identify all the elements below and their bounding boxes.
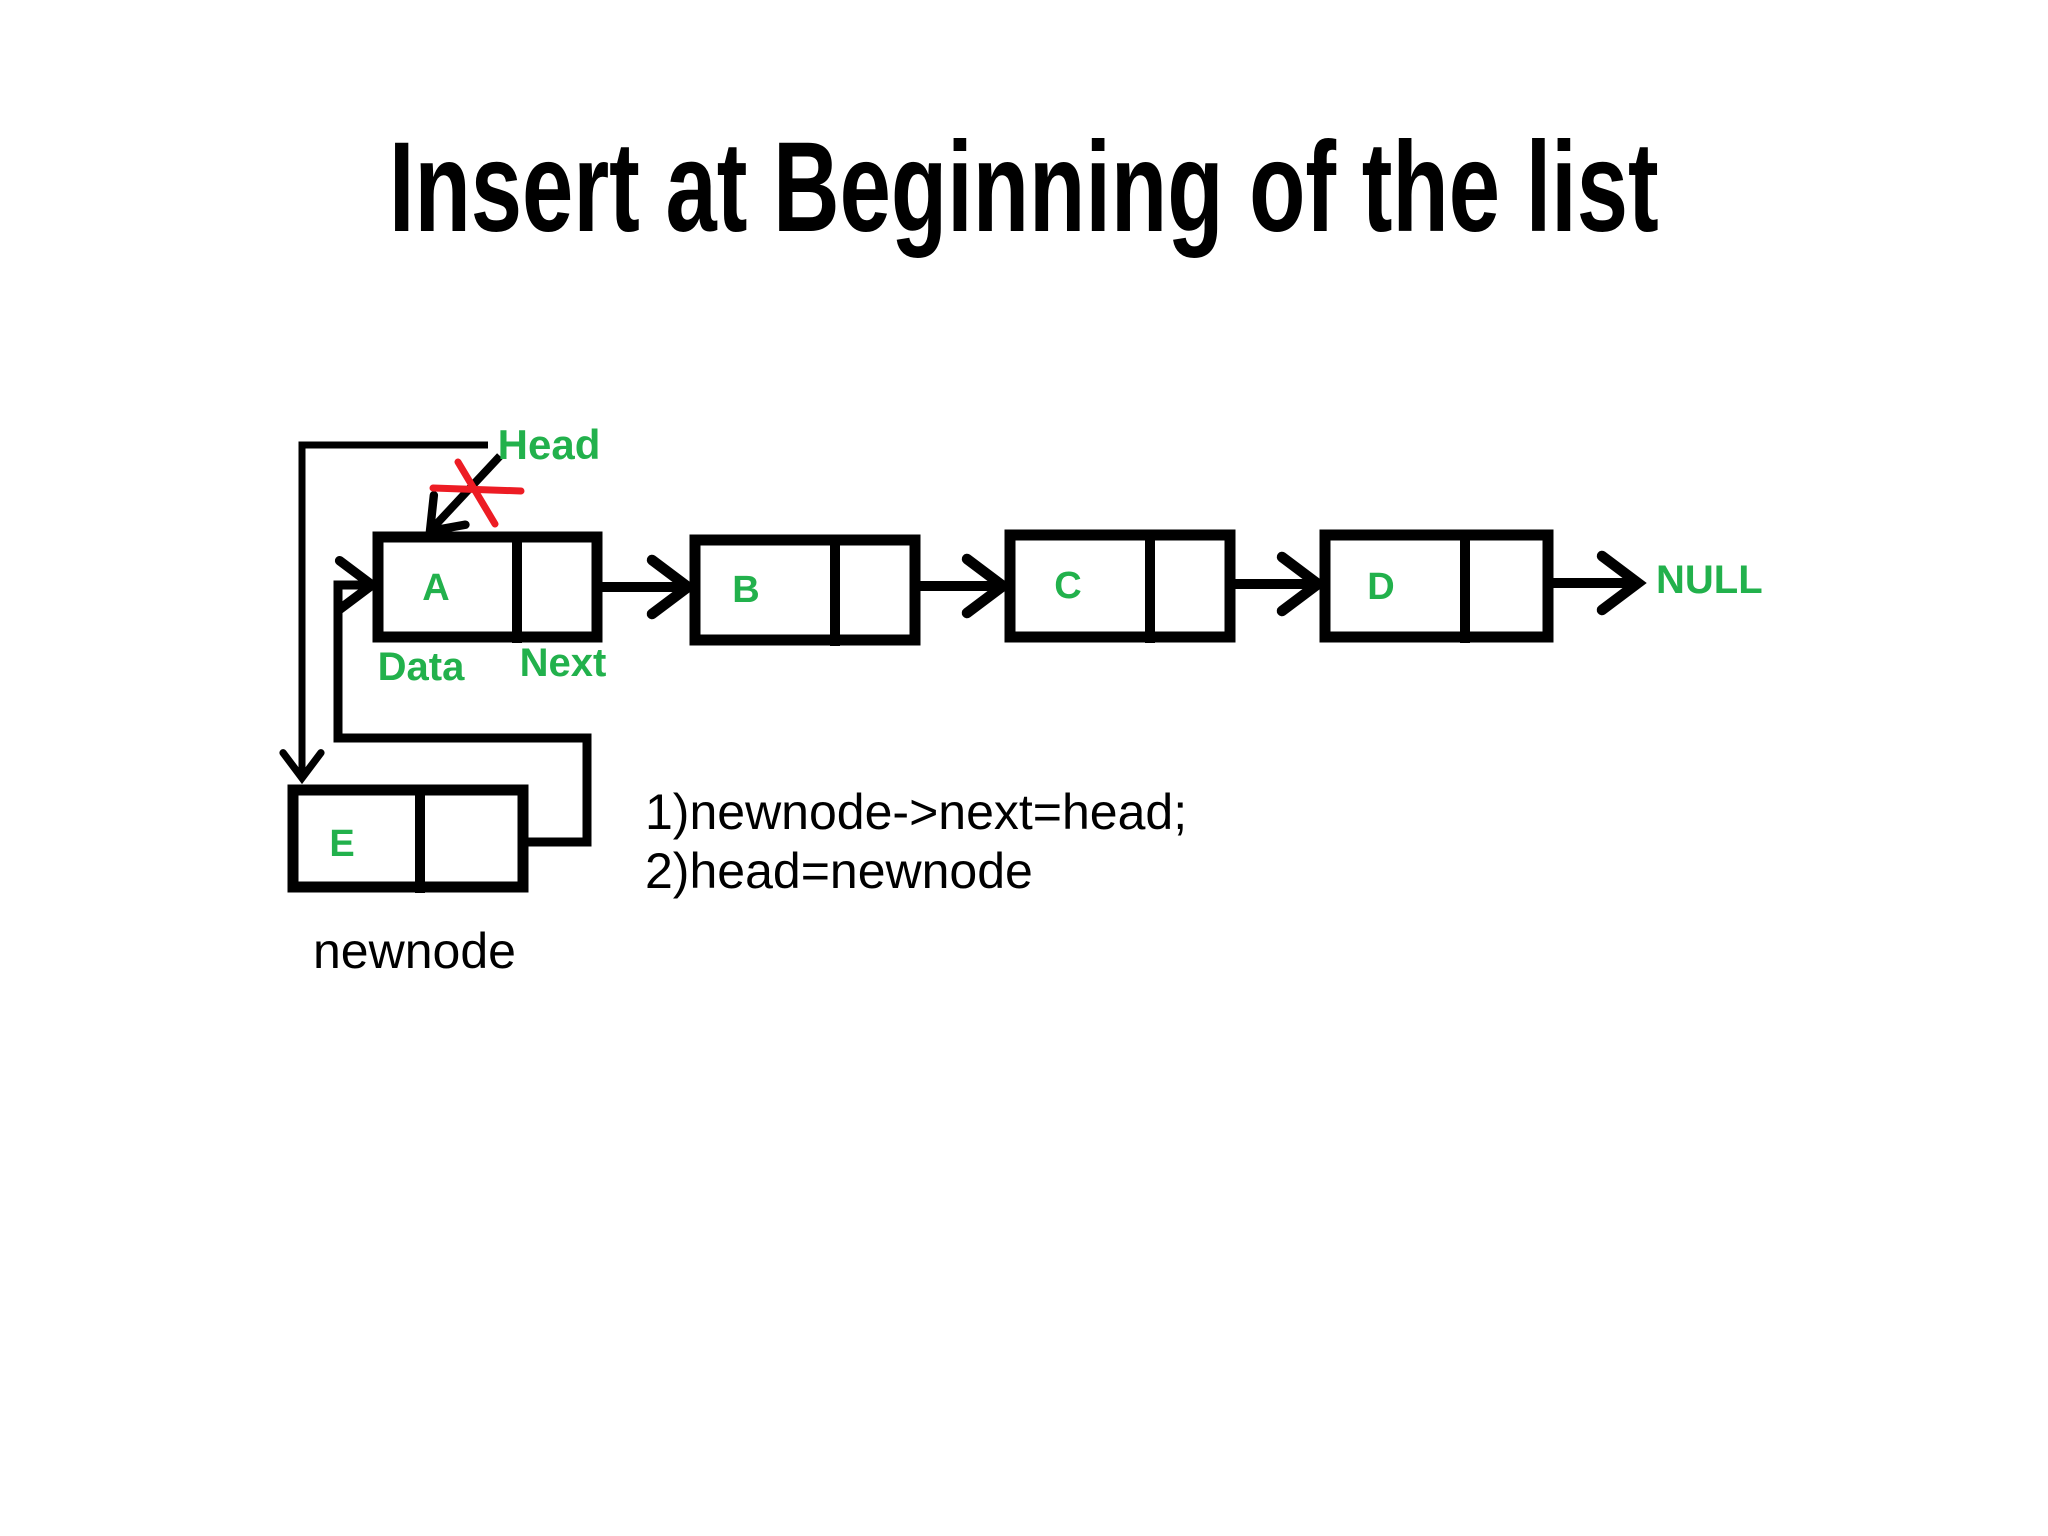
node-e-newnode: E [287, 784, 529, 893]
newnode-label: newnode [313, 923, 516, 979]
node-c-box [1004, 529, 1236, 643]
red-cross-icon [429, 458, 525, 528]
node-d: D [1319, 529, 1554, 643]
node-b-value: B [732, 569, 759, 611]
node-a: A [372, 531, 603, 643]
data-label: Data [378, 645, 465, 689]
head-to-newnode-pointer [279, 441, 488, 785]
node-c-value: C [1054, 565, 1081, 607]
code-line-2: 2)head=newnode [645, 843, 1033, 899]
node-c: C [1004, 529, 1236, 643]
node-b: B [689, 534, 921, 646]
null-label: NULL [1656, 558, 1763, 602]
node-e-value: E [329, 823, 354, 865]
old-head-arrow [425, 453, 503, 537]
newnode-next-pointer [333, 555, 592, 847]
red-cross-stroke-diagonal [454, 458, 499, 528]
node-e-box [287, 784, 529, 893]
node-a-value: A [422, 567, 449, 609]
node-d-box [1319, 529, 1554, 643]
node-a-box [372, 531, 603, 643]
node-b-box [689, 534, 921, 646]
page-title-text: Insert at Beginning of the list [389, 116, 1659, 259]
code-line-1: 1)newnode->next=head; [645, 784, 1187, 840]
page-title: Insert at Beginning of the list [0, 124, 2048, 252]
node-d-value: D [1367, 566, 1394, 608]
head-label: Head [498, 421, 601, 468]
next-label: Next [520, 641, 607, 685]
